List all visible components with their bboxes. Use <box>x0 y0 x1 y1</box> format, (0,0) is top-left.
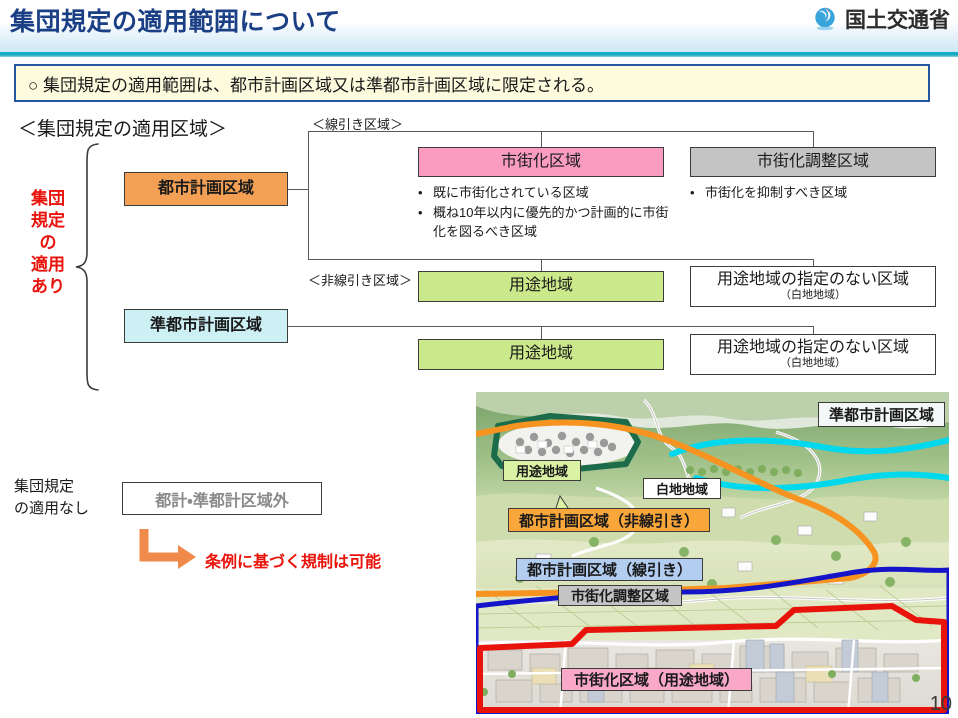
connector-to-youto-2 <box>541 326 542 339</box>
connector-toshi-stub <box>288 189 308 190</box>
header-divider-rule <box>0 52 958 57</box>
box-shigaika-label: 市街化区域 <box>500 152 581 170</box>
maplabel-juntoshikeikaku: 準都市計画区域 <box>817 402 945 427</box>
maplabel-hakuchi-chiiki: 白地地域 <box>643 478 722 499</box>
header-band <box>0 0 958 52</box>
connector-to-hakuchi-2 <box>813 326 814 334</box>
outline-juntoshi-top <box>669 437 949 457</box>
apply-no-line-2: の適用なし <box>14 499 90 517</box>
ministry-name: 国土交通省 <box>845 9 950 32</box>
summary-text: ○ 集団規定の適用範囲は、都市計画区域又は準都市計画区域に限定される。 <box>28 75 604 95</box>
box-hakuchi-2-sublabel: （白地地域） <box>780 357 846 370</box>
connector-to-hakuchi-1 <box>813 259 814 266</box>
box-outside-planning-area: 都計・準都計区域外 <box>122 482 322 515</box>
box-juntoshi-label: 準都市計画区域 <box>149 317 262 335</box>
ministry-logo: 国土交通省 <box>812 4 950 34</box>
box-hakuchi-chiiki-2: 用途地域の指定のない区域 （白地地域） <box>690 334 936 375</box>
apply-yes-line-4: 適用 <box>31 255 65 275</box>
box-juntoshikeikaku-kuiki: 準都市計画区域 <box>124 309 288 343</box>
page-title: 集団規定の適用範囲について <box>10 8 341 36</box>
box-youto-chiiki-2: 用途地域 <box>418 339 664 370</box>
landuse-illustration: 準都市計画区域 <box>476 392 949 714</box>
maplabel-shigaika-chousei: 市街化調整区域 <box>558 585 682 606</box>
apply-yes-line-1: 集団 <box>31 189 65 208</box>
box-hakuchi-chiiki-1: 用途地域の指定のない区域 （白地地域） <box>690 266 936 307</box>
box-hakuchi-1-sublabel: （白地地域） <box>780 289 846 302</box>
apply-yes-line-5: あり <box>31 277 65 297</box>
box-hakuchi-2-label: 用途地域の指定のない区域 <box>716 338 909 356</box>
maplabel-toshi-senbiki: 都市計画区域（線引き） <box>516 558 704 581</box>
box-youto-1-label: 用途地域 <box>508 277 573 295</box>
connector-to-chousei <box>813 131 814 147</box>
label-hisenbiki-area: ＜非線引き区域＞ <box>308 273 413 288</box>
box-toshikeikaku-kuiki: 都市計画区域 <box>124 172 288 206</box>
list-item: 既に市街化されている区域 <box>433 184 678 203</box>
box-hakuchi-1-label: 用途地域の指定のない区域 <box>716 270 909 288</box>
box-youto-2-label: 用途地域 <box>508 345 573 363</box>
connector-to-youto-1 <box>541 259 542 271</box>
box-toshikeikaku-label: 都市計画区域 <box>157 180 254 198</box>
outline-shigaika <box>477 603 947 713</box>
apply-no-line-1: 集団規定 <box>14 478 75 495</box>
maplabel-toshi-hisenbiki: 都市計画区域（非線引き） <box>508 508 711 532</box>
apply-yes-label: 集団 規定 の 適用 あり <box>22 188 74 298</box>
box-gaibu-label: 都計・準都計区域外 <box>155 492 289 510</box>
box-shigaika-kuiki: 市街化区域 <box>418 147 664 177</box>
list-item: 市街化を抑制すべき区域 <box>705 184 940 203</box>
bullets-shigaika: 既に市街化されている区域 概ね10年以内に優先的かつ計画的に市街化を図るべき区域 <box>418 184 678 243</box>
box-shigaika-chousei-kuiki: 市街化調整区域 <box>690 147 936 177</box>
applied-area-heading: ＜集団規定の適用区域＞ <box>18 119 228 140</box>
connector-to-shigaika <box>541 131 542 147</box>
page-number: 10 <box>929 693 952 715</box>
outline-toshi-hisenbiki <box>476 419 879 597</box>
connector-juntoshi-row <box>288 326 813 327</box>
box-youto-chiiki-1: 用途地域 <box>418 271 664 302</box>
mlit-swirl-logo-icon <box>812 6 838 32</box>
bent-arrow-icon <box>136 527 200 575</box>
label-senbiki-area: ＜線引き区域＞ <box>312 117 404 132</box>
apply-no-label: 集団規定 の適用なし <box>14 476 118 520</box>
box-chousei-label: 市街化調整区域 <box>756 152 869 170</box>
summary-banner: ○ 集団規定の適用範囲は、都市計画区域又は準都市計画区域に限定される。 <box>14 64 930 102</box>
apply-scope-brace <box>74 142 100 392</box>
outline-juntoshi-bottom <box>693 471 949 491</box>
jourei-note: 条例に基づく規制は可能 <box>205 554 382 571</box>
apply-yes-line-2: 規定 <box>31 211 65 231</box>
maplabel-shigaika-kuiki: 市街化区域（用途地域） <box>561 668 753 691</box>
apply-yes-line-3: の <box>39 233 57 253</box>
maplabel-youto-chiiki: 用途地域 <box>503 460 582 481</box>
connector-toshi-trunk <box>308 131 309 259</box>
connector-hisenbiki-top <box>308 259 813 260</box>
connector-senbiki-top <box>308 131 813 132</box>
bullets-chousei: 市街化を抑制すべき区域 <box>690 184 940 204</box>
list-item: 概ね10年以内に優先的かつ計画的に市街化を図るべき区域 <box>433 204 678 242</box>
illustration-artwork <box>476 392 949 714</box>
